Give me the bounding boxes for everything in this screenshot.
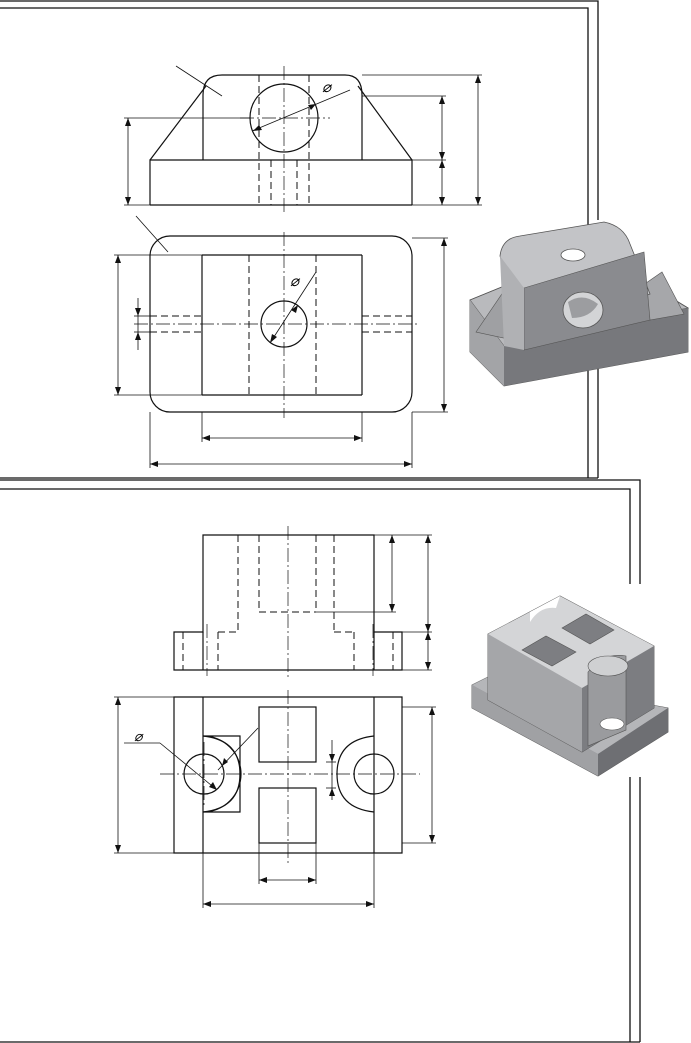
sheet1-frame bbox=[0, 0, 599, 479]
sheet1-isometric-model bbox=[469, 221, 690, 387]
front-diameter-mark: ⌀ bbox=[322, 78, 333, 96]
sheet2-front-view bbox=[173, 526, 432, 680]
sheet2-diameter-mark: ⌀ bbox=[134, 729, 144, 745]
sheet1-top-view: ⌀ bbox=[114, 215, 448, 468]
top-diameter-mark: ⌀ bbox=[290, 272, 301, 290]
sheet2-isometric-model bbox=[471, 595, 669, 777]
sheet2-top-view: ⌀ bbox=[114, 690, 436, 908]
sheet1-front-view: ⌀ bbox=[124, 65, 482, 212]
sheet2-frame bbox=[0, 479, 641, 1043]
